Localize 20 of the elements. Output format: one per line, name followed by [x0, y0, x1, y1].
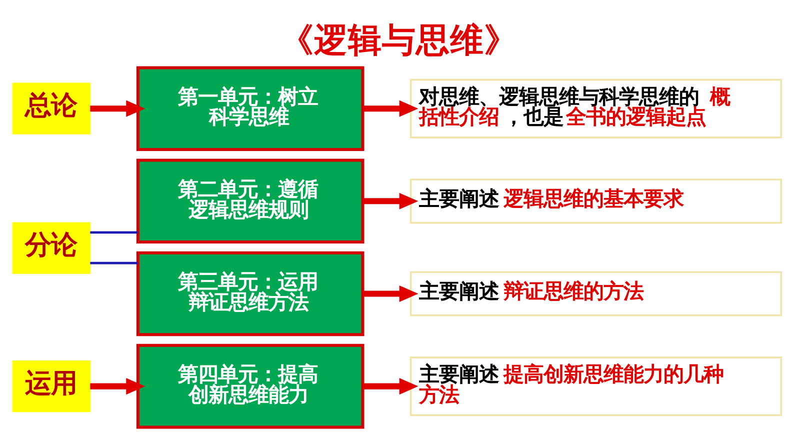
node-box: 分论 [12, 222, 90, 274]
arrow [363, 284, 418, 302]
node-box: 总论 [12, 82, 90, 134]
arrow [363, 100, 418, 116]
node-box: 主要阐述提高创新思维能力的几种方法 [410, 356, 782, 416]
node-box: 运用 [12, 360, 90, 412]
diagram-title: 《逻辑与思维》 [280, 20, 518, 59]
node-box: 对思维、逻辑思维与科学思维的概括性介绍，也是全书的逻辑起点 [410, 78, 782, 138]
connector [90, 230, 138, 234]
connector [90, 261, 138, 264]
node-box: 第三单元：运用辩证思维方法 [136, 250, 364, 336]
node-box: 主要阐述辩证思维的方法 [410, 270, 782, 316]
arrow [90, 100, 146, 116]
node-box: 第二单元：遵循逻辑思维规则 [136, 158, 364, 244]
node-box: 第四单元：提高创新思维能力 [136, 343, 364, 428]
node-box: 主要阐述逻辑思维的基本要求 [410, 178, 782, 224]
arrow [363, 192, 418, 209]
arrow [363, 378, 418, 394]
node-box: 第一单元：树立科学思维 [136, 66, 364, 150]
arrow [90, 378, 146, 394]
